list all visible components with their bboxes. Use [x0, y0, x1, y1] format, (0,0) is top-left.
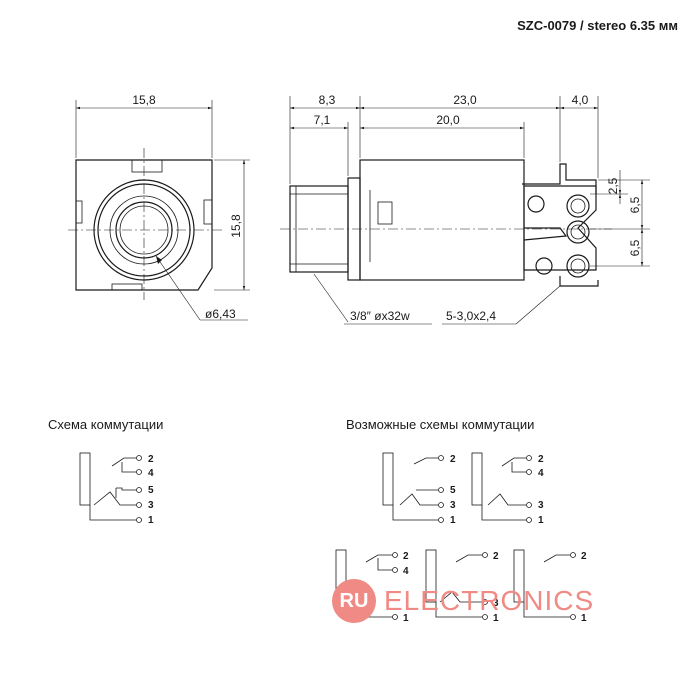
pin-3: 3	[538, 500, 544, 511]
dim-side-4-0: 4,0	[572, 93, 589, 107]
possible-schemas-label: Возможные схемы коммутации	[346, 417, 535, 432]
pin-4: 4	[148, 468, 154, 479]
pin-4: 4	[538, 468, 544, 479]
dim-side-7-1: 7,1	[314, 113, 331, 127]
pin-2: 2	[538, 454, 544, 465]
page-title: SZC-0079 / stereo 6.35 мм	[517, 18, 678, 33]
pin-1: 1	[538, 515, 544, 526]
dim-side-6-5-upper: 6,5	[628, 196, 642, 213]
pin-1: 1	[403, 613, 409, 624]
watermark: RU ELECTRONICS	[332, 578, 594, 624]
main-switching-schema: 2 4 5 3 1	[79, 452, 154, 526]
pin-2: 2	[403, 551, 409, 562]
pin-1: 1	[581, 613, 587, 624]
possible-schema-c: 2 4 1	[335, 549, 409, 624]
pin-1: 1	[450, 515, 456, 526]
dim-side-6-5-lower: 6,5	[628, 239, 642, 256]
dim-side-23-0: 23,0	[453, 93, 477, 107]
pin-3: 3	[148, 500, 154, 511]
watermark-text: ELECTRONICS	[384, 585, 595, 616]
pin-3: 3	[450, 500, 456, 511]
dim-hole-diameter: ø6,43	[205, 307, 236, 321]
possible-schema-e: 2 1	[513, 549, 587, 624]
pin-4: 4	[403, 566, 409, 577]
schema-label: Схема коммутации	[48, 417, 164, 432]
pin-5: 5	[450, 485, 456, 496]
pin-2: 2	[148, 454, 154, 465]
possible-schema-a: 2 5 3 1	[382, 452, 456, 526]
dim-front-height: 15,8	[229, 214, 243, 238]
pin-5: 5	[148, 485, 154, 496]
possible-schema-b: 2 4 3 1	[471, 452, 544, 526]
dim-side-20-0: 20,0	[436, 113, 460, 127]
dim-side-8-3: 8,3	[319, 93, 336, 107]
dim-thread: 3/8″ øx32w	[350, 309, 410, 323]
pin-2: 2	[493, 551, 499, 562]
dim-pins: 5-3,0x2,4	[446, 309, 496, 323]
dim-side-2-5: 2,5	[606, 177, 620, 194]
pin-1: 1	[493, 613, 499, 624]
pin-2: 2	[581, 551, 587, 562]
watermark-badge: RU	[332, 579, 376, 623]
pin-1: 1	[148, 515, 154, 526]
side-view: 8,3 7,1 23,0 20,0 4,0 2,5 6,5 6,5 3/8″ ø…	[280, 93, 650, 325]
pin-2: 2	[450, 454, 456, 465]
pin-3: 3	[493, 598, 499, 609]
possible-schema-d: 2 3 1	[425, 549, 499, 624]
dim-front-width: 15,8	[132, 93, 156, 107]
front-view: 15,8 15,8 ø6,43	[68, 93, 250, 321]
